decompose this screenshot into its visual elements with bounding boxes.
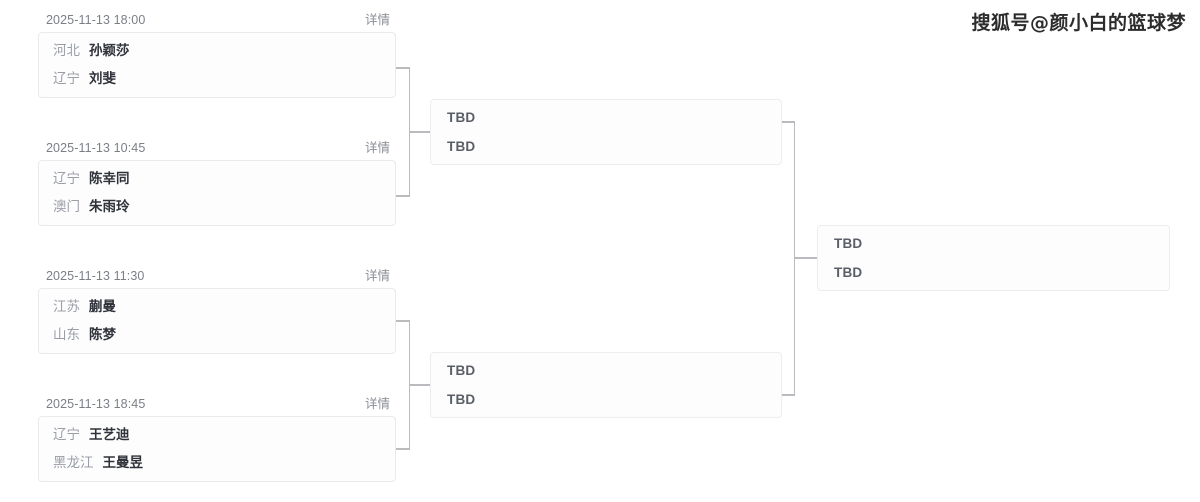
team-player: 王艺迪 <box>89 427 130 442</box>
team-player: 陈幸同 <box>89 171 130 186</box>
team-player: 王曼昱 <box>102 455 144 470</box>
team-row: 辽宁 陈幸同 <box>53 165 395 193</box>
team-region: 河北 <box>53 43 80 58</box>
team-row: 辽宁 王艺迪 <box>53 421 395 449</box>
team-region: 辽宁 <box>53 71 80 86</box>
team-player: 孙颖莎 <box>89 43 130 58</box>
connector-m1-horizontal <box>396 67 410 69</box>
tbd-row: TBD <box>447 363 476 378</box>
match-details-link-3[interactable]: 详情 <box>364 269 390 283</box>
semifinal-card-1[interactable]: TBD TBD <box>430 99 782 165</box>
connector-semi1-out <box>782 121 795 123</box>
team-player: 刘斐 <box>89 71 116 86</box>
team-player: 蒯曼 <box>89 299 116 314</box>
semifinal-card-2[interactable]: TBD TBD <box>430 352 782 418</box>
team-player: 陈梦 <box>89 327 116 342</box>
match-card-4[interactable]: 辽宁 王艺迪 黑龙江 王曼昱 <box>38 416 396 482</box>
final-card[interactable]: TBD TBD <box>817 225 1170 291</box>
team-region: 黑龙江 <box>53 455 94 470</box>
team-row: 山东 陈梦 <box>53 321 395 349</box>
connector-semi2-feed <box>408 384 431 386</box>
match-details-link-2[interactable]: 详情 <box>364 141 390 155</box>
match-card-2[interactable]: 辽宁 陈幸同 澳门 朱雨玲 <box>38 160 396 226</box>
match-datetime-2: 2025-11-13 10:45 <box>46 141 146 155</box>
connector-semi1-feed <box>408 131 431 133</box>
team-row: 江苏 蒯曼 <box>53 293 395 321</box>
tbd-row: TBD <box>447 139 476 154</box>
match-details-link-4[interactable]: 详情 <box>364 397 390 411</box>
connector-m4-horizontal <box>396 448 410 450</box>
tbd-row: TBD <box>834 265 863 280</box>
watermark-text: 搜狐号@颜小白的篮球梦 <box>971 12 1186 34</box>
match-block-3: 2025-11-13 11:30 详情 江苏 蒯曼 山东 陈梦 <box>38 264 396 354</box>
team-row: 辽宁 刘斐 <box>53 65 395 93</box>
team-row: 河北 孙颖莎 <box>53 37 395 65</box>
match-datetime-4: 2025-11-13 18:45 <box>46 397 146 411</box>
connector-final-feed <box>793 257 818 259</box>
match-block-4: 2025-11-13 18:45 详情 辽宁 王艺迪 黑龙江 王曼昱 <box>38 392 396 482</box>
match-card-3[interactable]: 江苏 蒯曼 山东 陈梦 <box>38 288 396 354</box>
match-header-4: 2025-11-13 18:45 详情 <box>38 392 396 416</box>
match-header-2: 2025-11-13 10:45 详情 <box>38 136 396 160</box>
connector-m2-horizontal <box>396 195 410 197</box>
team-region: 辽宁 <box>53 427 80 442</box>
match-datetime-3: 2025-11-13 11:30 <box>46 269 145 283</box>
connector-semi2-out <box>782 394 795 396</box>
match-header-1: 2025-11-13 18:00 详情 <box>38 8 396 32</box>
team-region: 辽宁 <box>53 171 80 186</box>
team-player: 朱雨玲 <box>89 199 130 214</box>
match-datetime-1: 2025-11-13 18:00 <box>46 13 146 27</box>
match-header-3: 2025-11-13 11:30 详情 <box>38 264 396 288</box>
tbd-row: TBD <box>447 392 476 407</box>
connector-m3-horizontal <box>396 320 410 322</box>
tbd-row: TBD <box>447 110 476 125</box>
tbd-row: TBD <box>834 236 863 251</box>
team-region: 江苏 <box>53 299 80 314</box>
team-row: 黑龙江 王曼昱 <box>53 449 395 477</box>
team-region: 山东 <box>53 327 80 342</box>
match-block-1: 2025-11-13 18:00 详情 河北 孙颖莎 辽宁 刘斐 <box>38 8 396 98</box>
match-details-link-1[interactable]: 详情 <box>364 13 390 27</box>
team-region: 澳门 <box>53 199 80 214</box>
match-card-1[interactable]: 河北 孙颖莎 辽宁 刘斐 <box>38 32 396 98</box>
team-row: 澳门 朱雨玲 <box>53 193 395 221</box>
match-block-2: 2025-11-13 10:45 详情 辽宁 陈幸同 澳门 朱雨玲 <box>38 136 396 226</box>
